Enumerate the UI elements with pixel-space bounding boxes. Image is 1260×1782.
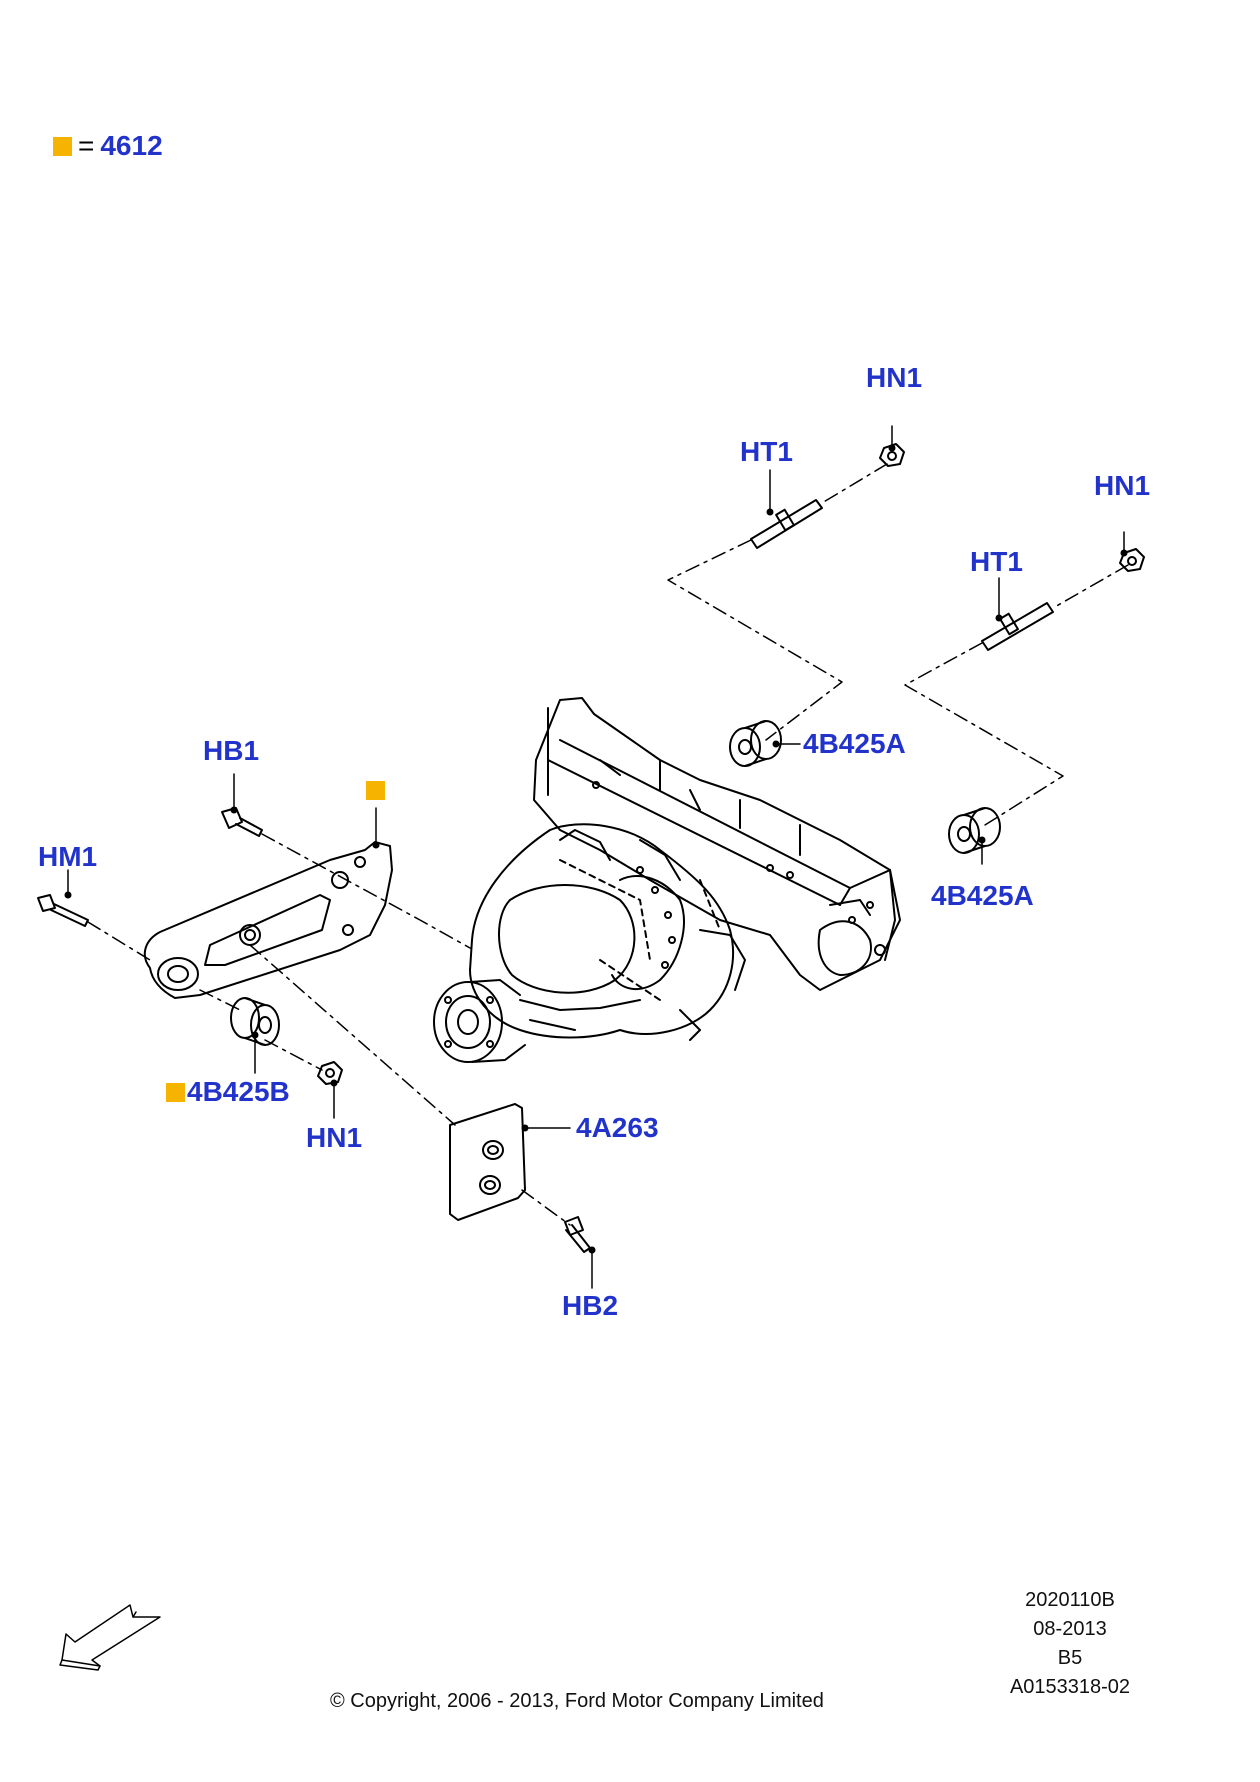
callout-hn1-bottom: HN1	[306, 1122, 363, 1153]
illustration-id: A0153318-02	[1009, 1676, 1131, 1698]
drawing-revision: B5	[1057, 1647, 1083, 1669]
bushing-4b425a-upper	[729, 720, 782, 767]
assembly-lines	[87, 463, 1129, 1226]
link-arm	[143, 841, 393, 999]
ht1-bolt-upper	[750, 499, 823, 549]
callout-4b425a-lower: 4B425A	[931, 880, 1034, 911]
callout-4b425b: 4B425B	[166, 1078, 290, 1106]
marker-square-icon	[166, 1082, 185, 1102]
callout-hb2: HB2	[562, 1290, 619, 1321]
callout-4a263: 4A263	[576, 1112, 659, 1143]
copyright-text: © Copyright, 2006 - 2013, Ford Motor Com…	[330, 1690, 824, 1712]
hn1-nut-upper	[879, 443, 905, 467]
differential-housing	[433, 823, 746, 1063]
callout-ht1-top: HT1	[740, 436, 793, 467]
callout-hb1: HB1	[203, 735, 260, 766]
callout-hn1-right: HN1	[1094, 470, 1151, 501]
legend: = 4612	[53, 132, 163, 160]
drawing-number: 2020110B	[1025, 1589, 1115, 1611]
callout-4b425a-upper: 4B425A	[803, 728, 906, 759]
drawing-date: 08-2013	[1033, 1618, 1107, 1640]
hb1-bolt	[221, 807, 263, 837]
marker-square-icon	[53, 136, 72, 156]
direction-arrow-icon	[59, 1604, 161, 1671]
marker-square-icon	[366, 781, 385, 800]
hn1-nut-right	[1119, 548, 1145, 572]
callout-ht1-right: HT1	[970, 546, 1023, 577]
callout-4b425b-label: 4B425B	[187, 1076, 290, 1107]
ht1-bolt-right	[981, 602, 1054, 651]
hm1-bolt	[37, 894, 89, 927]
callout-hn1-top: HN1	[866, 362, 923, 393]
hn1-nut-bottom	[317, 1061, 343, 1085]
legend-equals: =	[78, 130, 95, 161]
subframe-crossmember	[533, 697, 901, 991]
callout-hm1: HM1	[38, 841, 98, 872]
bushing-4b425a-lower	[948, 807, 1001, 854]
leader-lines	[67, 425, 1125, 1289]
bushing-4b425b	[230, 997, 280, 1046]
plate-4a263	[449, 1103, 526, 1221]
legend-code: 4612	[100, 130, 163, 161]
hb2-bolt	[564, 1216, 591, 1253]
drawing-metadata: 2020110B 08-2013 B5 A0153318-02	[990, 1586, 1150, 1702]
